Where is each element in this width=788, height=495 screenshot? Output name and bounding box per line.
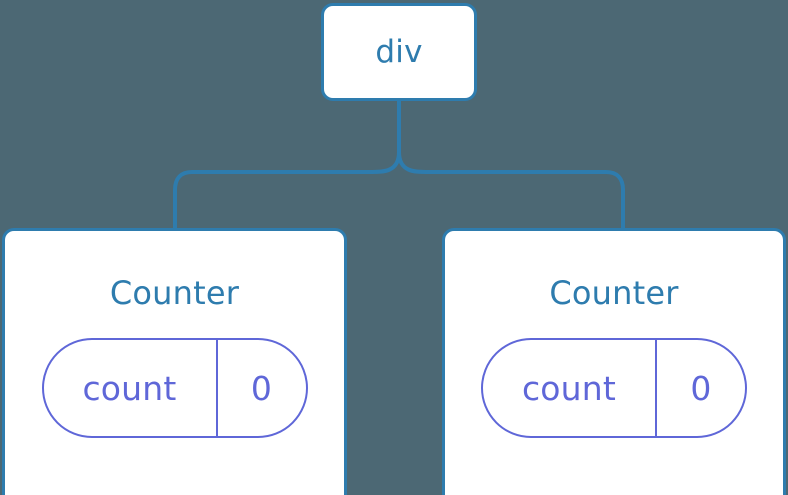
state-key-left: count xyxy=(44,340,218,436)
connector-to-right-child xyxy=(397,151,625,230)
connector-to-left-child xyxy=(173,151,401,230)
node-div-label: div xyxy=(375,33,423,70)
state-value-left: 0 xyxy=(250,368,273,408)
state-pill-left[interactable]: count 0 xyxy=(41,338,308,438)
node-counter-left-label: Counter xyxy=(109,274,240,312)
state-value-right: 0 xyxy=(690,368,712,408)
node-counter-right-label: Counter xyxy=(549,274,679,312)
state-pill-right[interactable]: count 0 xyxy=(481,338,747,438)
node-counter-right[interactable]: Counter count 0 xyxy=(442,228,786,495)
state-key-right: count xyxy=(483,340,657,436)
node-div[interactable]: div xyxy=(321,3,477,101)
node-counter-left[interactable]: Counter count 0 xyxy=(2,228,347,495)
